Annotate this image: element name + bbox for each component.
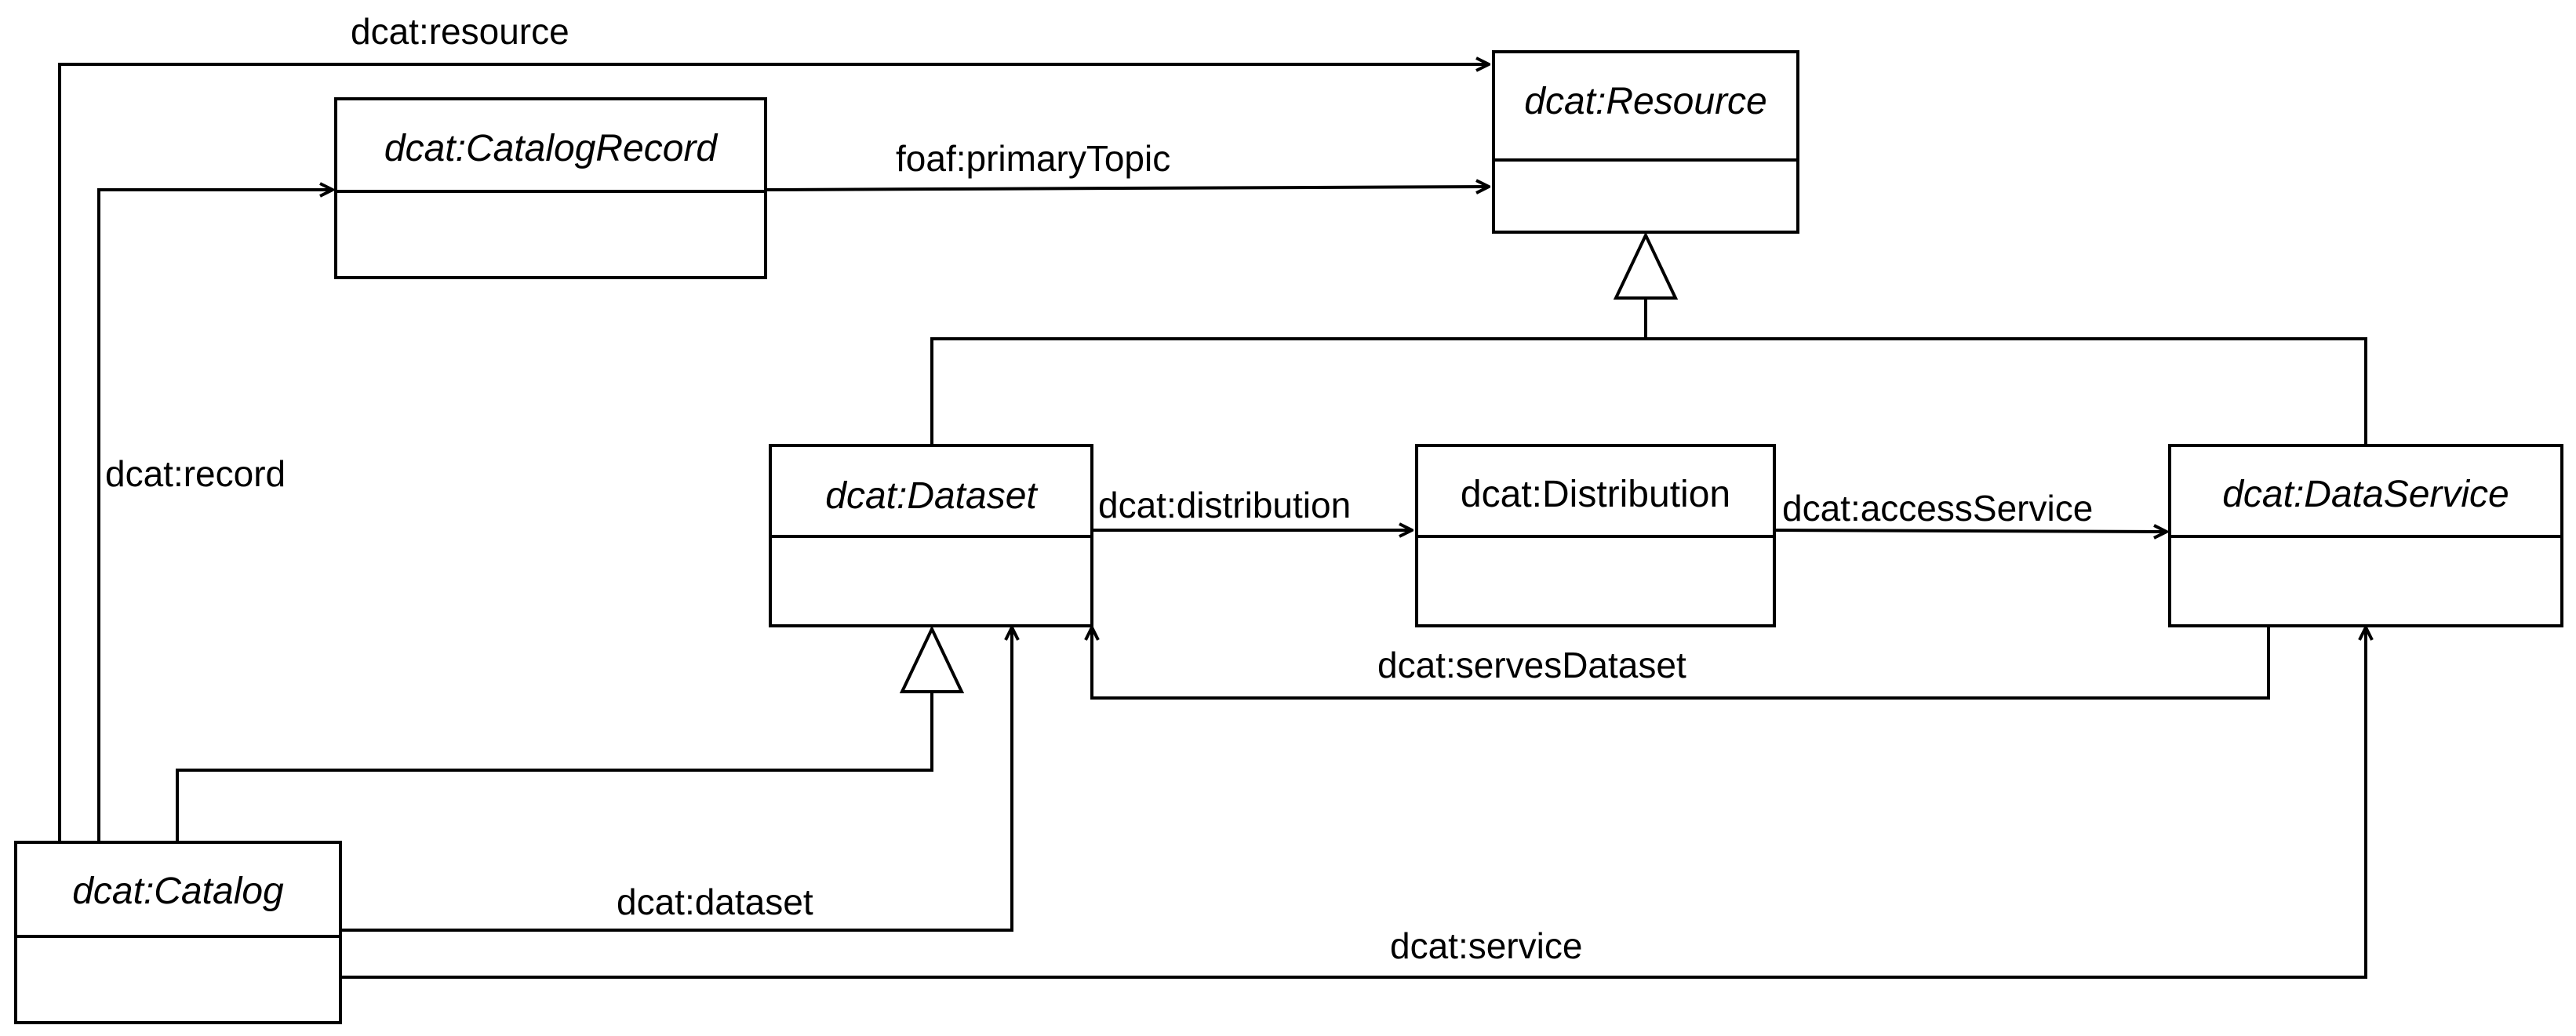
class-dataset[interactable]: dcat:Dataset xyxy=(769,444,1093,627)
access-service-association-line xyxy=(1774,530,2167,532)
generalization-catalog-line xyxy=(176,692,933,841)
edge-label-distribution: dcat:distribution xyxy=(1098,485,1351,525)
service-association-line xyxy=(340,627,2366,979)
record-association-line xyxy=(97,190,333,841)
class-dataset-name: dcat:Dataset xyxy=(825,475,1038,517)
class-distribution[interactable]: dcat:Distribution xyxy=(1415,444,1776,627)
primary-topic-association-line xyxy=(765,187,1489,190)
class-catalog[interactable]: dcat:Catalog xyxy=(14,841,342,1024)
edge-label-dataset: dcat:dataset xyxy=(617,882,813,922)
class-data-service[interactable]: dcat:DataService xyxy=(2168,444,2563,627)
edge-label-resource: dcat:resource xyxy=(351,11,569,52)
generalization-resource-arrowhead xyxy=(1613,231,1679,300)
class-catalog-record-name: dcat:CatalogRecord xyxy=(384,128,719,169)
class-distribution-name: dcat:Distribution xyxy=(1461,474,1730,515)
serves-dataset-association-line xyxy=(1092,626,2270,700)
generalization-dataset-line xyxy=(930,337,2367,444)
edge-label-service: dcat:service xyxy=(1390,925,1582,966)
edge-label-primary-topic: foaf:primaryTopic xyxy=(896,138,1170,179)
class-catalog-name: dcat:Catalog xyxy=(72,871,284,912)
dataset-association-line xyxy=(340,627,1012,932)
class-resource[interactable]: dcat:Resource xyxy=(1492,50,1799,234)
resource-association-line xyxy=(58,64,1489,841)
class-catalog-record[interactable]: dcat:CatalogRecord xyxy=(334,97,767,279)
class-data-service-name: dcat:DataService xyxy=(2222,474,2509,515)
edge-label-record: dcat:record xyxy=(105,453,286,494)
generalization-dataset-arrowhead xyxy=(899,625,965,693)
edge-label-serves-dataset: dcat:servesDataset xyxy=(1377,645,1686,685)
edge-label-access-service: dcat:accessService xyxy=(1782,488,2093,529)
class-resource-name: dcat:Resource xyxy=(1524,81,1767,122)
